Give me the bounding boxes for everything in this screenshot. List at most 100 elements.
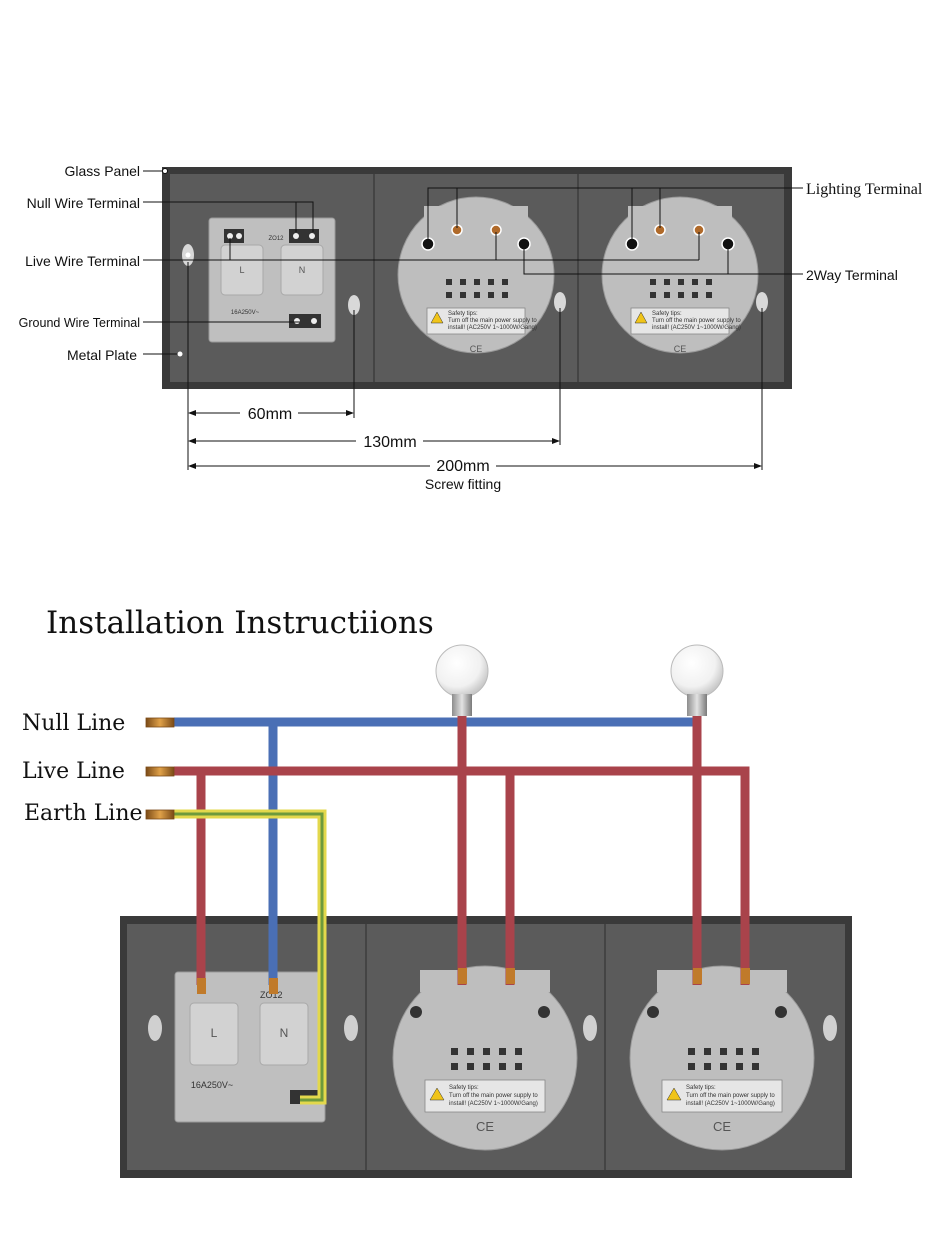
vent-slot [446,292,452,298]
safety-title: Safety tips: [449,1085,479,1091]
socket-l-outlet [220,244,264,296]
terminal-tip [197,978,206,994]
dim-130-label: 130mm [363,434,416,451]
vent-slot [706,279,712,285]
vent-slot [488,292,494,298]
warning-icon [634,311,648,324]
vent-slot [467,1048,474,1055]
safety-label [630,307,730,335]
vent-slot [650,279,656,285]
screw-hole [823,1015,837,1041]
socket-rating-label: 16A250V~ [191,1080,233,1090]
vent-slot [460,279,466,285]
dim-60-label: 60mm [248,406,292,423]
vent-slot [488,279,494,285]
socket-ground-terminal [289,314,321,328]
glass-panel-label: Glass Panel [65,163,140,179]
arrow-head [188,463,196,469]
glass-panel-dot [162,168,168,174]
ce-mark: CE [674,344,687,354]
vent-slot [736,1048,743,1055]
vent-slot [474,279,480,285]
bottom-switch-module-1: Safety tips: Turn off the main power sup… [392,965,578,1151]
light-bulb-icon [670,644,724,716]
vent-slot [720,1063,727,1070]
dim-200-label: 200mm [436,458,489,475]
socket-l-outlet [189,1002,239,1066]
safety-line-2: install! (AC250V 1~1000W/Gang) [448,325,537,331]
terminal-screw [227,233,233,239]
terminal-tip [506,968,515,984]
installation-title: Installation Instructiions [46,605,434,641]
screw-fitting-label: Screw fitting [425,476,501,492]
socket-l-label: L [211,1026,218,1040]
warning-icon [666,1087,682,1101]
lighting-terminal-callout [427,187,803,242]
screw-hole [148,1015,162,1041]
live-line-label: Live Line [22,759,125,784]
socket-n-label: N [280,1026,289,1040]
safety-title: Safety tips: [652,311,682,317]
vent-slot [460,292,466,298]
ground-wire-terminal-label: Ground Wire Terminal [19,316,140,330]
socket-model-label: ZO12 [260,990,283,1000]
vent-slot [502,292,508,298]
vent-slot [499,1048,506,1055]
switch-neck [420,970,550,992]
bulb-globe [435,644,489,698]
vent-slot [467,1063,474,1070]
dimension-arrows [188,410,762,469]
safety-line-2: install! (AC250V 1~1000W/Gang) [652,325,741,331]
vent-slot [515,1048,522,1055]
socket-rating-label: 16A250V~ [231,310,260,316]
vent-slot [692,279,698,285]
dimension-lines [187,262,763,470]
switch-neck [657,970,787,992]
arrow-head [188,410,196,416]
screw-hole [344,1015,358,1041]
null-wire-callout [143,201,314,232]
screw-hole [756,292,768,312]
terminal-tip [458,968,467,984]
vent-slot [650,292,656,298]
live-wire-terminal-label: Live Wire Terminal [25,253,140,269]
vent-slot [688,1063,695,1070]
socket-n-label: N [299,265,306,275]
safety-label [426,307,526,335]
vent-slot [704,1048,711,1055]
metal-plate-label: Metal Plate [67,347,137,363]
vent-slot [678,279,684,285]
vent-slot [515,1063,522,1070]
vent-slot [752,1048,759,1055]
vent-slot [499,1063,506,1070]
earth-wire-tip [145,809,175,820]
live-dot [185,252,191,258]
warning-icon [430,311,444,324]
arrow-head [346,410,354,416]
bulb-globe [670,644,724,698]
switch-terminal-hole [775,1006,787,1018]
lighting-terminal-label: Lighting Terminal [806,181,923,198]
socket-l-label: L [239,265,244,275]
null-line-label: Null Line [22,711,125,736]
vent-slot [678,292,684,298]
screw-hole [348,295,360,315]
safety-line-1: Turn off the main power supply to [448,318,537,324]
terminal-screw [294,318,300,324]
vent-slot [664,279,670,285]
vent-slot [688,1048,695,1055]
socket-live-terminal [224,229,244,243]
vent-slot [502,279,508,285]
bulb-cap [687,694,707,716]
terminal-tip [693,968,702,984]
screw-hole [583,1015,597,1041]
safety-line-1: Turn off the main power supply to [686,1093,775,1099]
ce-mark: CE [476,1119,494,1134]
vent-slot [692,292,698,298]
safety-line-2: install! (AC250V 1~1000W/Gang) [449,1101,538,1107]
vent-slot [483,1063,490,1070]
terminal-tip [741,968,750,984]
vent-slot [664,292,670,298]
null-wire-terminal-label: Null Wire Terminal [27,195,140,211]
ce-mark: CE [470,344,483,354]
